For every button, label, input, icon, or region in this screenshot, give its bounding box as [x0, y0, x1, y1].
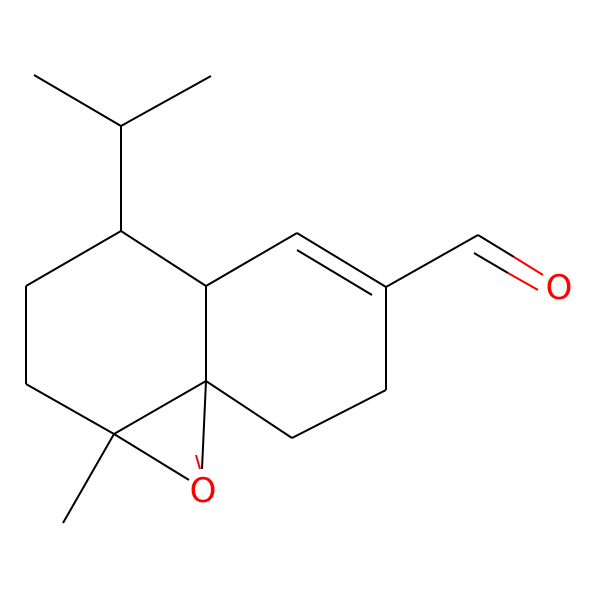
bond-c5-c6 [296, 232, 387, 288]
atom-label-epoxide-oxygen: O [190, 471, 217, 511]
bond-c2-c1 [25, 383, 115, 435]
bond-c7-c8 [291, 389, 387, 439]
bond-c8a-epoxide-o [201, 380, 207, 470]
bond-cho-o-upper-black [477, 234, 515, 258]
bond-c4a-c5 [205, 232, 298, 287]
bond-cho-o-upper-red [513, 256, 544, 276]
bond-cho-o-lower-red [507, 272, 539, 291]
bond-c6-cho [385, 234, 479, 288]
bond-c5-c6-double [296, 249, 373, 296]
bond-c1-c8a [113, 380, 207, 435]
bond-c8-c8a [205, 380, 293, 439]
bond-c4-c3 [25, 230, 122, 287]
atom-label-aldehyde-oxygen: O [546, 268, 573, 308]
bond-methyl-a-ch [33, 74, 122, 127]
bond-c4a-c4 [120, 230, 207, 287]
bond-epoxide-o-stub [195, 454, 201, 470]
bond-c1-methyl [62, 433, 115, 524]
bond-cho-o-lower-black [473, 252, 509, 274]
bond-c1-epoxide-o [113, 433, 190, 481]
bond-ch-methyl-b [120, 75, 212, 127]
